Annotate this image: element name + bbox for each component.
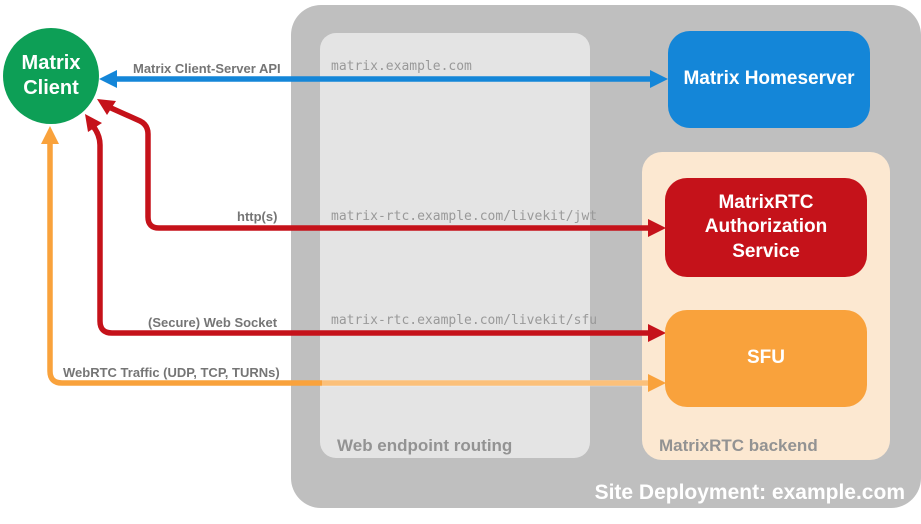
webrtc-arrowhead-client — [41, 126, 59, 144]
matrix-homeserver-node: Matrix Homeserver — [668, 31, 870, 128]
matrixrtc-authorization-service-label: MatrixRTC Authorization Service — [704, 192, 828, 262]
site-deployment-label: Site Deployment: example.com — [594, 481, 905, 504]
http-arrowhead-client — [97, 99, 116, 115]
route-url-livekit-jwt: matrix-rtc.example.com/livekit/jwt — [331, 209, 598, 224]
cs-api-edge-label: Matrix Client-Server API — [133, 61, 281, 76]
websocket-edge-label: (Secure) Web Socket — [148, 315, 278, 330]
web-endpoint-routing-label: Web endpoint routing — [337, 436, 513, 455]
matrix-homeserver-label: Matrix Homeserver — [683, 68, 855, 90]
matrixrtc-backend-label: MatrixRTC backend — [659, 436, 818, 455]
webrtc-edge-label: WebRTC Traffic (UDP, TCP, TURNs) — [63, 365, 280, 380]
matrixrtc-authorization-service-node: MatrixRTC Authorization Service — [665, 178, 867, 277]
cs-api-arrowhead-client — [99, 70, 117, 88]
sfu-node: SFU — [665, 310, 867, 407]
matrix-client-label: Matrix Client — [21, 52, 81, 99]
web-endpoint-routing-container — [320, 33, 590, 458]
matrix-client-node: Matrix Client — [3, 28, 99, 124]
http-edge-label: http(s) — [237, 209, 278, 224]
websocket-arrowhead-client — [85, 114, 102, 132]
route-url-livekit-sfu: matrix-rtc.example.com/livekit/sfu — [331, 313, 598, 328]
sfu-label: SFU — [747, 347, 785, 369]
route-url-homeserver: matrix.example.com — [331, 59, 472, 74]
